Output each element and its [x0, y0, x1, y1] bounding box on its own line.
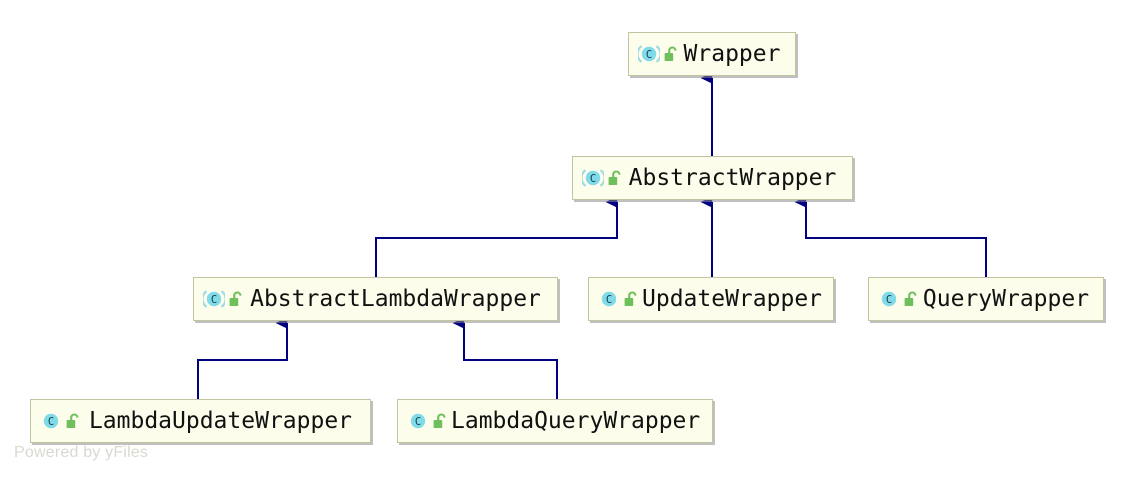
class-icon-abstract: C: [203, 290, 225, 308]
node-icon-group: C: [582, 167, 626, 189]
class-icon-abstract: C: [582, 169, 604, 187]
svg-text:C: C: [590, 173, 596, 185]
svg-text:C: C: [886, 294, 892, 306]
node-icon-group: C: [203, 288, 247, 310]
node-icon-group: C: [638, 43, 682, 65]
uml-class-node-lambda-query-wrapper[interactable]: C LambdaQueryWrapper: [397, 399, 713, 443]
uml-class-name: LambdaQueryWrapper: [451, 407, 701, 434]
lock-open-icon: [904, 291, 917, 306]
class-icon-concrete: C: [410, 413, 426, 429]
uml-class-name: AbstractLambdaWrapper: [250, 285, 541, 312]
svg-text:C: C: [415, 416, 421, 428]
node-icon-group: C: [40, 410, 84, 432]
class-icon-concrete: C: [601, 291, 617, 307]
uml-class-name: Wrapper: [683, 40, 781, 67]
lock-open-icon: [66, 413, 79, 428]
lock-open-icon: [608, 170, 621, 185]
lock-open-icon: [433, 413, 446, 428]
edge-abstract-lambda-wrapper-to-abstract-wrapper: [375, 196, 618, 277]
edge-lambda-query-wrapper-to-abstract-lambda-wrapper: [452, 317, 558, 399]
class-icon-concrete: C: [881, 291, 897, 307]
node-icon-group: C: [598, 288, 642, 310]
svg-text:C: C: [211, 294, 217, 306]
class-icon-concrete: C: [43, 413, 59, 429]
lock-open-icon: [624, 291, 637, 306]
edge-lambda-update-wrapper-to-abstract-lambda-wrapper: [197, 317, 288, 399]
node-icon-group: C: [878, 288, 922, 310]
lock-open-icon: [229, 291, 242, 306]
uml-class-name: LambdaUpdateWrapper: [88, 407, 353, 434]
uml-class-name: AbstractWrapper: [628, 164, 837, 191]
uml-class-name: UpdateWrapper: [642, 285, 823, 312]
uml-class-node-abstract-wrapper[interactable]: C AbstractWrapper: [572, 156, 853, 200]
lock-open-icon: [664, 46, 677, 61]
uml-class-node-wrapper[interactable]: C Wrapper: [628, 32, 796, 76]
uml-class-node-update-wrapper[interactable]: C UpdateWrapper: [588, 277, 834, 321]
uml-class-node-query-wrapper[interactable]: C QueryWrapper: [868, 277, 1104, 321]
svg-text:C: C: [48, 416, 54, 428]
uml-class-node-lambda-update-wrapper[interactable]: C LambdaUpdateWrapper: [30, 399, 371, 443]
svg-text:C: C: [606, 294, 612, 306]
svg-text:C: C: [646, 49, 652, 61]
uml-class-name: QueryWrapper: [922, 285, 1090, 312]
class-icon-abstract: C: [638, 45, 660, 63]
yfiles-watermark: Powered by yFiles: [14, 444, 149, 461]
uml-class-node-abstract-lambda-wrapper[interactable]: C AbstractLambdaWrapper: [193, 277, 558, 321]
edge-query-wrapper-to-abstract-wrapper: [794, 196, 987, 277]
node-icon-group: C: [407, 410, 451, 432]
